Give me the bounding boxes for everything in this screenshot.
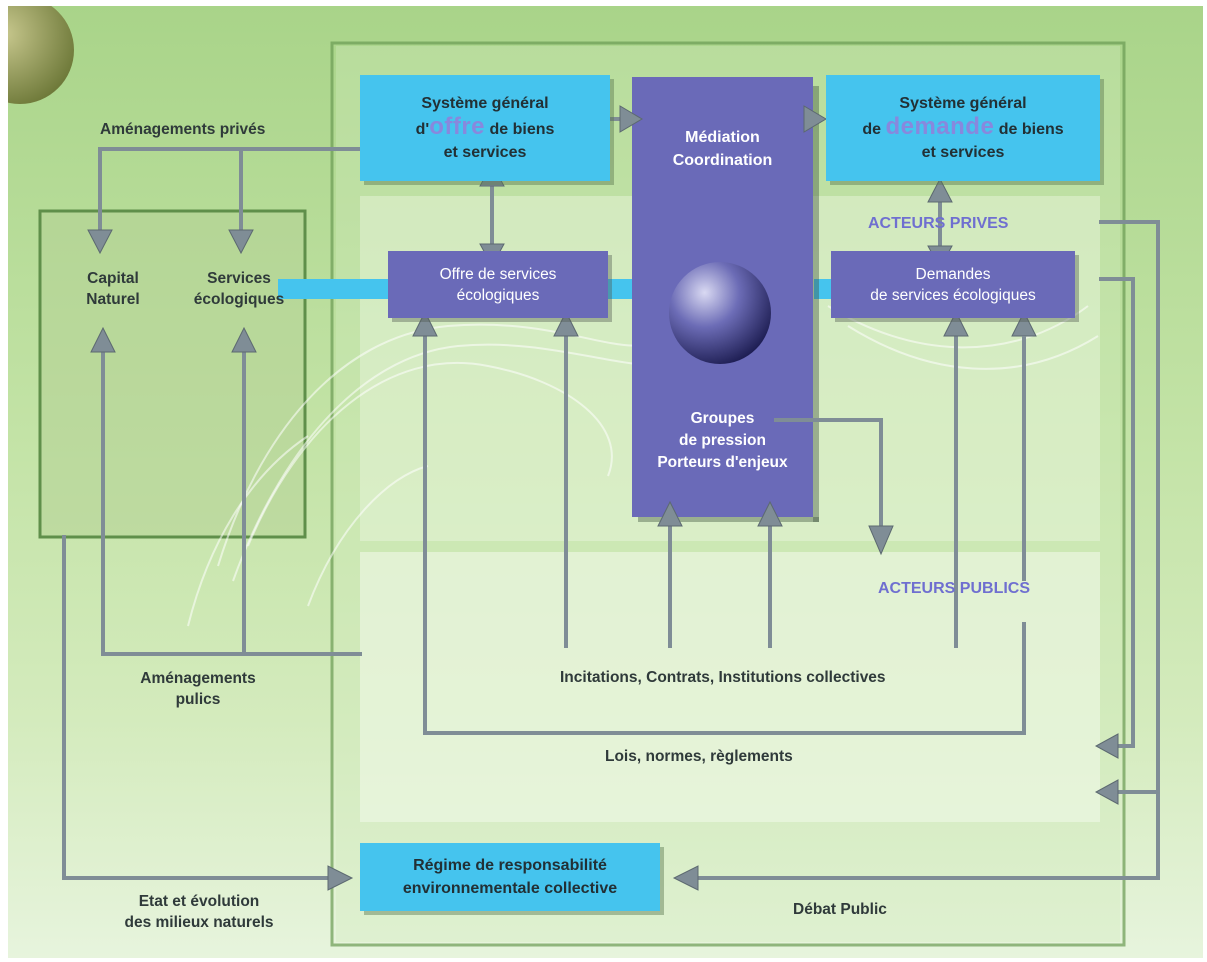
capital-line2: Naturel [86, 291, 140, 308]
state-line2: des milieux naturels [124, 914, 274, 931]
pressure-groups-line2: de pression [679, 432, 766, 449]
mediation-line2: Coordination [672, 152, 773, 169]
demand-services-line1: Demandes [915, 265, 991, 283]
mediation-label: Médiation Coordination [632, 126, 813, 172]
pressure-groups-line3: Porteurs d'enjeux [657, 454, 788, 471]
private-actors-label: ACTEURS PRIVES [868, 215, 1009, 232]
demand-services-box: Demandes de services écologiques [831, 251, 1075, 318]
public-developments-label: Aménagements pulics [103, 668, 293, 710]
arrow-private-capital [87, 229, 113, 255]
supply-system-line2: d'offre de biens [416, 115, 555, 141]
pressure-groups-line1: Groupes [690, 410, 755, 427]
connectors [62, 105, 1160, 891]
supply-system-line1: Système général [421, 95, 549, 112]
supply-prefix: d' [415, 121, 430, 138]
public-actors-label: ACTEURS PUBLICS [878, 580, 1031, 597]
supply-system-line3: et services [443, 144, 527, 161]
demand-system-line1: Système général [899, 95, 1027, 112]
main-frame [330, 41, 1126, 947]
eco-services-line1: Services [207, 270, 271, 287]
supply-suffix: de biens [485, 121, 555, 138]
demand-prefix: de [862, 121, 886, 138]
diagram-canvas: Système général d'offre de biens et serv… [8, 6, 1203, 958]
lower-panel [360, 552, 1100, 822]
responsibility-regime-box: Régime de responsabilité environnemental… [360, 843, 660, 911]
supply-system-box: Système général d'offre de biens et serv… [360, 75, 610, 181]
arrow-private-services [228, 229, 254, 255]
globe [669, 262, 771, 364]
connector-private-to-capital [98, 147, 362, 232]
eco-services-line2: écologiques [193, 291, 285, 308]
strip-left [278, 279, 398, 299]
supply-services-line1: Offre de services [439, 265, 557, 283]
public-debate-label: Débat Public [793, 901, 887, 918]
responsibility-line2: environnementale collective [402, 880, 618, 897]
supply-services-box: Offre de services écologiques [388, 251, 608, 318]
capital-naturel-label: Capital Naturel [68, 268, 158, 310]
capital-line1: Capital [87, 270, 139, 287]
pressure-groups-label: Groupes de pression Porteurs d'enjeux [632, 408, 813, 474]
state-evolution-label: Etat et évolution des milieux naturels [94, 891, 304, 933]
laws-label: Lois, normes, règlements [605, 748, 793, 765]
left-panel [38, 209, 307, 539]
incentives-label: Incitations, Contrats, Institutions coll… [560, 669, 886, 686]
demand-system-box: Système général de demande de biens et s… [826, 75, 1100, 181]
demand-emph: demande [885, 113, 995, 140]
demand-system-line2: de demande de biens [862, 115, 1063, 141]
supply-emph: offre [429, 113, 486, 140]
public-dev-line2: pulics [175, 691, 221, 708]
public-dev-line1: Aménagements [140, 670, 256, 687]
demand-system-line3: et services [921, 144, 1005, 161]
supply-services-line2: écologiques [456, 286, 540, 304]
demand-services-line2: de services écologiques [870, 286, 1036, 304]
private-developments-label: Aménagements privés [100, 121, 266, 138]
state-line1: Etat et évolution [138, 893, 260, 910]
strip-mid-left [608, 279, 638, 299]
ecological-services-label: Services écologiques [184, 268, 294, 310]
corner-orb [8, 6, 74, 104]
demand-suffix: de biens [994, 121, 1064, 138]
responsibility-line1: Régime de responsabilité [413, 857, 607, 874]
mediation-line1: Médiation [685, 129, 760, 146]
background-decoration [8, 6, 1126, 947]
